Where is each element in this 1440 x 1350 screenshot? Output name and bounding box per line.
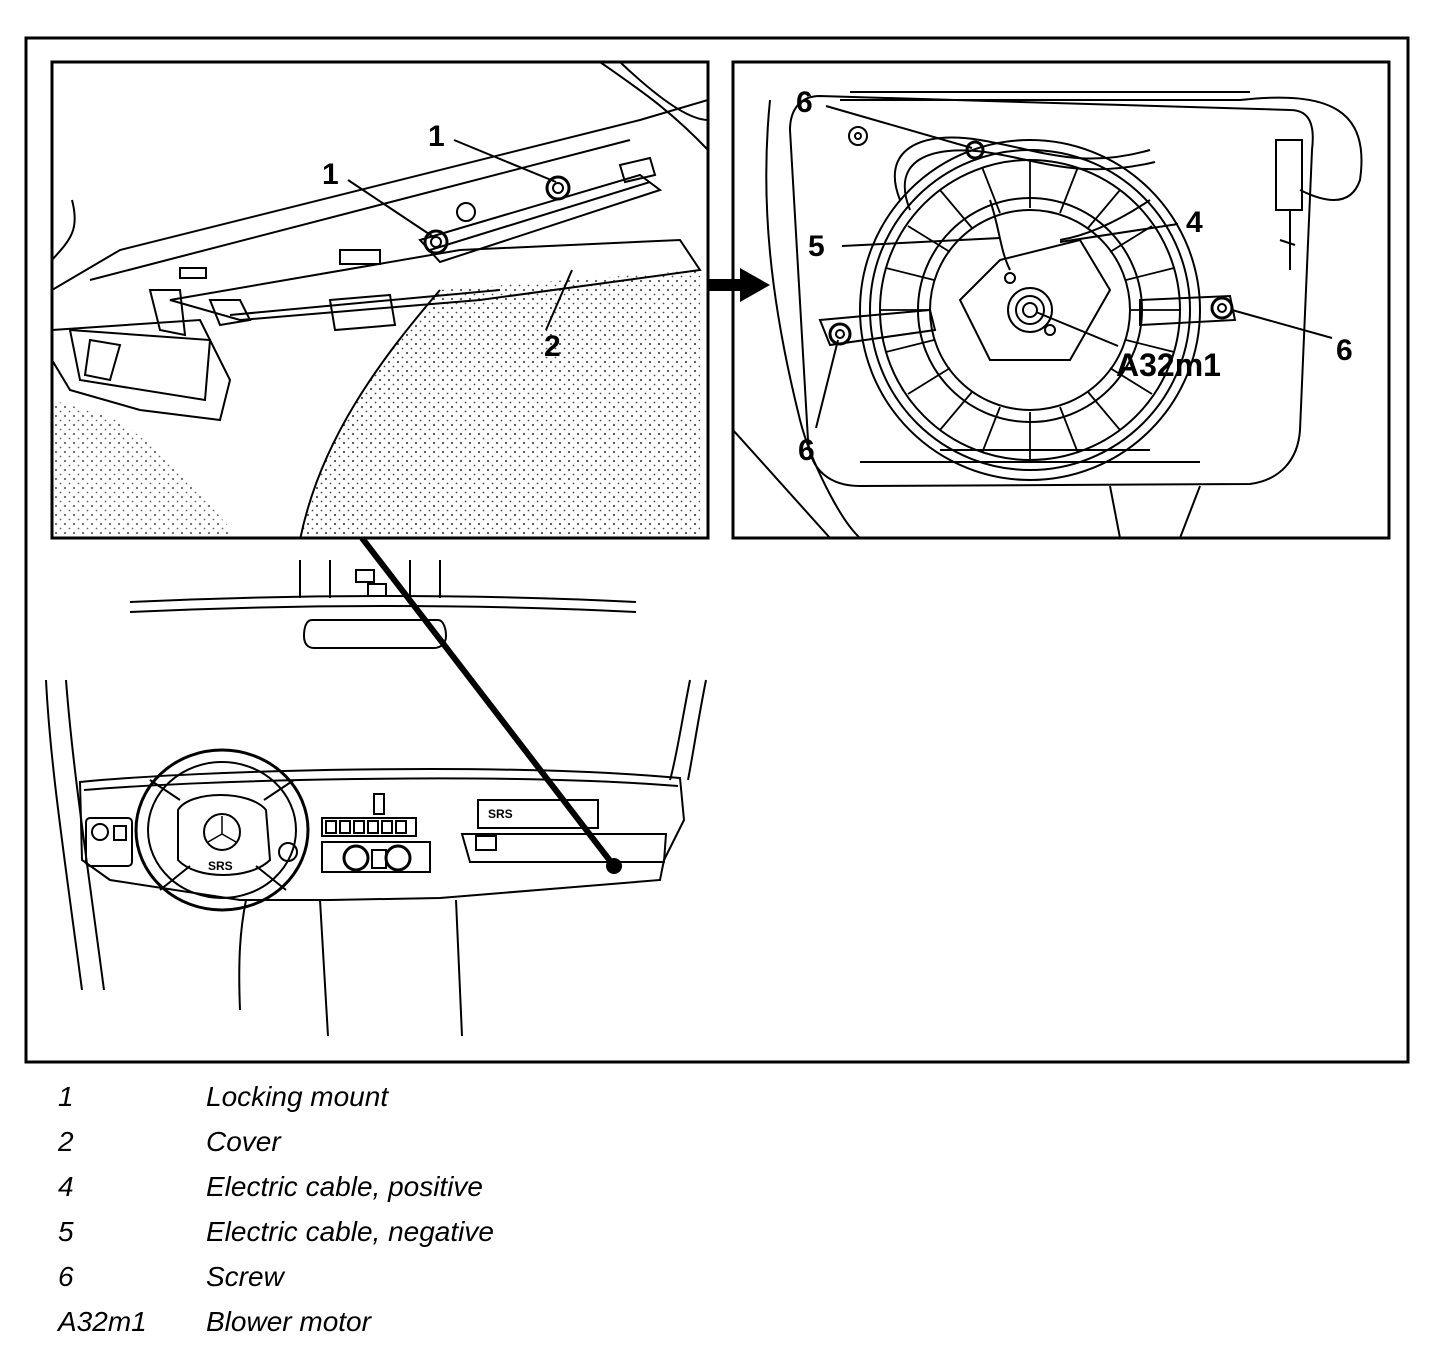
rear-view-mirror	[302, 619, 448, 649]
motor-shaft	[1007, 287, 1053, 333]
steering-wheel	[134, 748, 310, 912]
legend-description: Blower motor	[206, 1305, 371, 1337]
passenger-srs-label: SRS	[488, 807, 513, 821]
legend-description: Locking mount	[206, 1080, 389, 1112]
locking-mount-screw	[423, 229, 449, 255]
legend-description: Electric cable, positive	[206, 1170, 484, 1202]
fan-ring-inner	[917, 197, 1143, 423]
legend-key: 4	[58, 1170, 74, 1202]
dashboard-overview: SRS SRS	[45, 560, 707, 1037]
legend-key: A32m1	[58, 1305, 147, 1337]
legend-row: 6 Screw	[58, 1254, 758, 1299]
fan-ring-outer	[859, 139, 1201, 481]
callout-screw-right: 6	[1336, 334, 1353, 367]
locator-leader	[359, 536, 617, 868]
cover-plate	[169, 238, 702, 322]
right-panel-border	[731, 60, 1391, 540]
legend-key: 2	[58, 1125, 74, 1157]
steering-wheel-srs-label: SRS	[208, 859, 233, 873]
callout-cover: 2	[544, 330, 561, 363]
legend: 1 Locking mount 2 Cover 4 Electric cable…	[58, 1074, 758, 1344]
screw-icon	[965, 140, 985, 160]
dashboard-outline	[78, 768, 686, 901]
legend-row: 1 Locking mount	[58, 1074, 758, 1119]
motor-plate	[958, 238, 1112, 361]
top-cable	[840, 96, 1363, 201]
screw-icon	[828, 322, 852, 346]
legend-row: 5 Electric cable, negative	[58, 1209, 758, 1254]
blower-housing	[788, 94, 1314, 488]
left-detail-panel: 1 1 2	[50, 60, 710, 540]
legend-description: Cover	[206, 1125, 281, 1157]
callout-locking-mount-a: 1	[428, 120, 445, 153]
legend-row: 2 Cover	[58, 1119, 758, 1164]
locking-rail	[418, 173, 663, 264]
center-stack	[321, 793, 431, 873]
legend-description: Screw	[206, 1260, 284, 1292]
legend-row: 4 Electric cable, positive	[58, 1164, 758, 1209]
right-detail-panel: 6 5 4 A32m1 6 6	[731, 60, 1391, 540]
legend-description: Electric cable, negative	[206, 1215, 494, 1247]
diagram-figure: 1 1 2	[24, 36, 1410, 1064]
outer-frame	[24, 36, 1410, 1064]
callout-cable-negative: 5	[808, 230, 825, 263]
legend-row: A32m1 Blower motor	[58, 1299, 758, 1344]
callout-screw-top: 6	[796, 86, 813, 119]
steering-wheel-emblem-icon	[203, 813, 241, 851]
callout-locking-mount-b: 1	[322, 158, 339, 191]
locking-mount-screw	[545, 175, 571, 201]
legend-key: 1	[58, 1080, 74, 1112]
detail-arrow-icon	[708, 268, 770, 302]
carpet-stipple-left	[52, 400, 239, 538]
left-panel-border	[50, 60, 710, 540]
carpet-stipple	[300, 270, 700, 538]
callout-screw-left: 6	[798, 434, 815, 467]
legend-key: 6	[58, 1260, 74, 1292]
callout-cable-positive: 4	[1186, 206, 1203, 239]
legend-key: 5	[58, 1215, 74, 1247]
screw-icon	[1210, 296, 1234, 320]
glovebox	[460, 799, 668, 863]
callout-blower-motor: A32m1	[1116, 347, 1221, 383]
locator-point	[606, 858, 622, 874]
